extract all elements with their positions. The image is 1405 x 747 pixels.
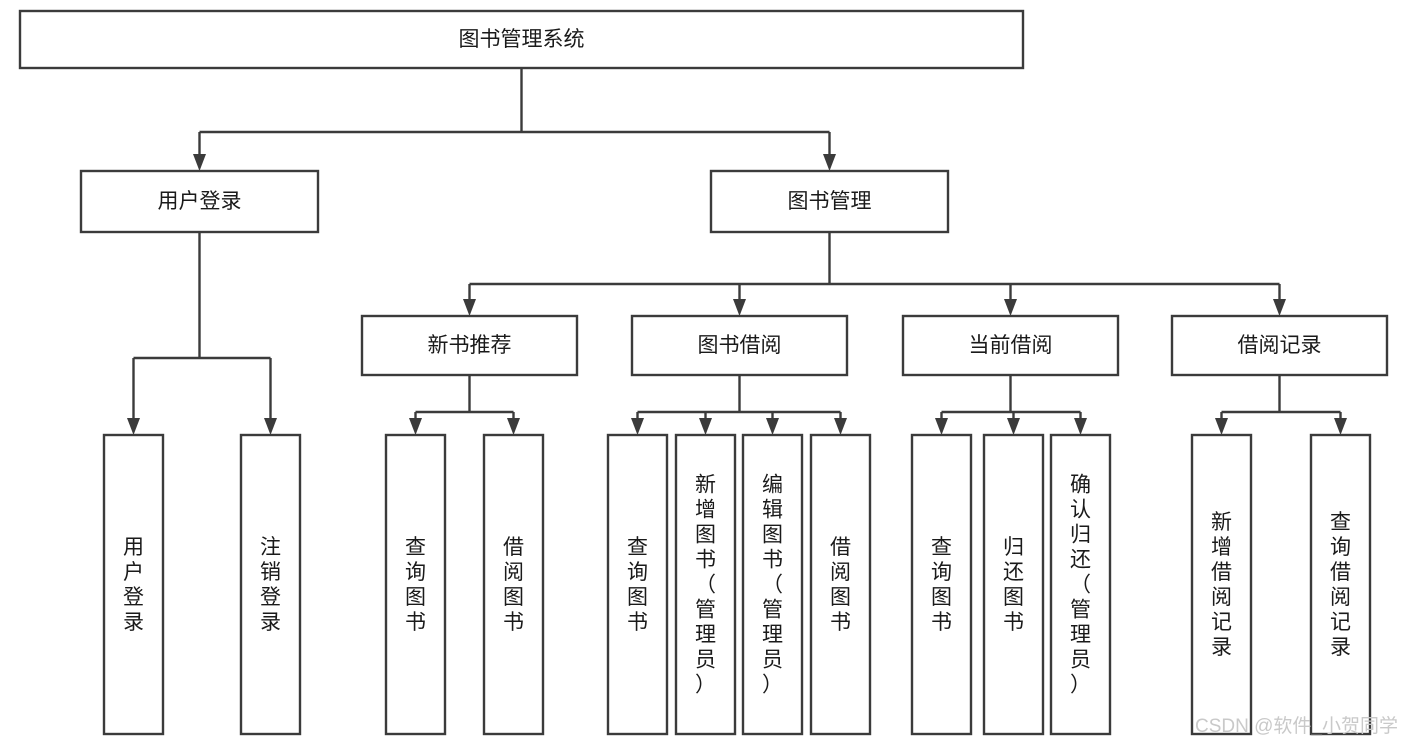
node-label-leaf-user-login: 用户登录 [123, 536, 144, 634]
connector-arrowhead [766, 418, 779, 435]
node-leaf-confirm-return-admin[interactable]: 确认归还（管理员） [1049, 433, 1112, 736]
node-box-book-manage[interactable] [709, 169, 950, 234]
node-box-borrow-record[interactable] [1170, 314, 1389, 377]
connector-group [463, 232, 1286, 316]
node-label-leaf-add-borrow-record: 新增借阅记录 [1211, 511, 1232, 659]
node-label-leaf-query-book-current: 查询图书 [931, 536, 952, 634]
node-label-current-borrow: 当前借阅 [969, 334, 1053, 357]
node-new-book-recommend[interactable]: 新书推荐 [360, 314, 579, 377]
node-box-leaf-add-book-admin[interactable] [674, 433, 737, 736]
node-leaf-return-book[interactable]: 归还图书 [982, 433, 1045, 736]
node-user-login[interactable]: 用户登录 [79, 169, 320, 234]
connector-arrowhead [935, 418, 948, 435]
connector-group [935, 375, 1087, 435]
node-label-leaf-query-book-newbook: 查询图书 [405, 536, 426, 634]
connector-group [127, 232, 277, 435]
connector-arrowhead [127, 418, 140, 435]
connector-group [1215, 375, 1347, 435]
node-box-new-book-recommend[interactable] [360, 314, 579, 377]
connector-arrowhead [409, 418, 422, 435]
node-box-leaf-logout[interactable] [239, 433, 302, 736]
connector-arrowhead [1334, 418, 1347, 435]
connector-arrowhead [1004, 299, 1017, 316]
node-label-leaf-query-book-borrow: 查询图书 [627, 536, 648, 634]
node-leaf-user-login[interactable]: 用户登录 [102, 433, 165, 736]
node-box-book-borrow[interactable] [630, 314, 849, 377]
node-box-leaf-query-book-current[interactable] [910, 433, 973, 736]
node-box-root[interactable] [18, 9, 1025, 70]
node-leaf-query-book-newbook[interactable]: 查询图书 [384, 433, 447, 736]
node-box-user-login[interactable] [79, 169, 320, 234]
node-box-leaf-query-borrow-record[interactable] [1309, 433, 1372, 736]
node-current-borrow[interactable]: 当前借阅 [901, 314, 1120, 377]
node-root[interactable]: 图书管理系统 [18, 9, 1025, 70]
node-label-leaf-borrow-book-newbook: 借阅图书 [503, 536, 524, 634]
node-leaf-edit-book-admin[interactable]: 编辑图书（管理员） [741, 433, 804, 736]
node-label-borrow-record: 借阅记录 [1238, 334, 1322, 357]
node-box-leaf-confirm-return-admin[interactable] [1049, 433, 1112, 736]
connector-arrowhead [1215, 418, 1228, 435]
watermark-label: CSDN @软件_小贺同学 [1195, 715, 1398, 737]
connector-group [631, 375, 847, 435]
connector-arrowhead [834, 418, 847, 435]
connector-arrowhead [193, 154, 206, 171]
node-box-leaf-add-borrow-record[interactable] [1190, 433, 1253, 736]
node-label-new-book-recommend: 新书推荐 [428, 334, 512, 357]
node-label-leaf-return-book: 归还图书 [1003, 536, 1024, 634]
node-box-leaf-query-book-borrow[interactable] [606, 433, 669, 736]
node-label-book-manage: 图书管理 [788, 190, 872, 213]
connector-arrowhead [631, 418, 644, 435]
node-label-leaf-edit-book-admin: 编辑图书（管理员） [762, 474, 783, 697]
node-leaf-borrow-book-newbook[interactable]: 借阅图书 [482, 433, 545, 736]
node-label-leaf-borrow-book-borrow: 借阅图书 [830, 536, 851, 634]
connector-group [409, 375, 520, 435]
connector-arrowhead [264, 418, 277, 435]
node-leaf-logout[interactable]: 注销登录 [239, 433, 302, 736]
connector-arrowhead [1007, 418, 1020, 435]
node-box-leaf-user-login[interactable] [102, 433, 165, 736]
node-book-borrow[interactable]: 图书借阅 [630, 314, 849, 377]
node-label-book-borrow: 图书借阅 [698, 334, 782, 357]
connector-arrowhead [1074, 418, 1087, 435]
node-label-leaf-confirm-return-admin: 确认归还（管理员） [1070, 474, 1091, 697]
node-leaf-add-book-admin[interactable]: 新增图书（管理员） [674, 433, 737, 736]
connector-group [193, 68, 836, 171]
node-leaf-add-borrow-record[interactable]: 新增借阅记录 [1190, 433, 1253, 736]
connector-layer [127, 68, 1347, 435]
node-label-user-login: 用户登录 [158, 190, 242, 213]
node-leaf-borrow-book-borrow[interactable]: 借阅图书 [809, 433, 872, 736]
node-borrow-record[interactable]: 借阅记录 [1170, 314, 1389, 377]
node-box-current-borrow[interactable] [901, 314, 1120, 377]
connector-arrowhead [507, 418, 520, 435]
node-label-leaf-add-book-admin: 新增图书（管理员） [695, 474, 716, 697]
node-label-leaf-query-borrow-record: 查询借阅记录 [1330, 511, 1351, 659]
node-layer: 图书管理系统用户登录图书管理新书推荐图书借阅当前借阅借阅记录用户登录注销登录查询… [18, 9, 1389, 736]
connector-arrowhead [733, 299, 746, 316]
connector-arrowhead [699, 418, 712, 435]
connector-arrowhead [463, 299, 476, 316]
connector-arrowhead [823, 154, 836, 171]
node-label-root: 图书管理系统 [459, 28, 585, 51]
node-box-leaf-borrow-book-borrow[interactable] [809, 433, 872, 736]
node-leaf-query-book-current[interactable]: 查询图书 [910, 433, 973, 736]
node-box-leaf-borrow-book-newbook[interactable] [482, 433, 545, 736]
node-book-manage[interactable]: 图书管理 [709, 169, 950, 234]
node-box-leaf-query-book-newbook[interactable] [384, 433, 447, 736]
node-box-leaf-edit-book-admin[interactable] [741, 433, 804, 736]
node-leaf-query-book-borrow[interactable]: 查询图书 [606, 433, 669, 736]
node-label-leaf-logout: 注销登录 [260, 536, 281, 634]
node-box-leaf-return-book[interactable] [982, 433, 1045, 736]
node-leaf-query-borrow-record[interactable]: 查询借阅记录 [1309, 433, 1372, 736]
connector-arrowhead [1273, 299, 1286, 316]
